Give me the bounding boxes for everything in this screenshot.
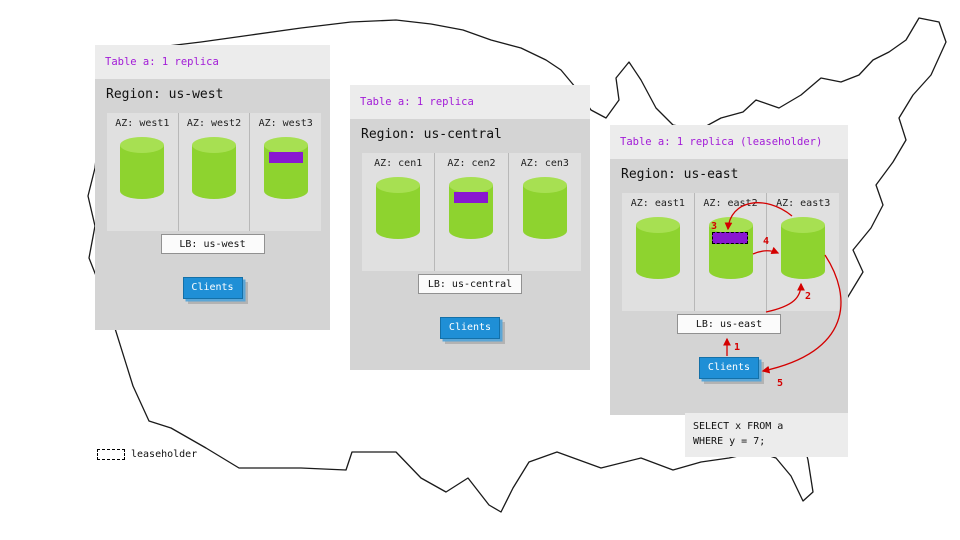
database-cylinder-icon <box>781 217 826 279</box>
cylinder-top <box>781 217 826 233</box>
replica-band <box>268 152 303 163</box>
database-cylinder-icon <box>635 217 680 279</box>
az-column-west2: AZ: west2 <box>178 113 251 231</box>
cylinder-top <box>263 137 308 153</box>
az-label: AZ: west2 <box>186 118 242 129</box>
leaseholder-swatch-icon <box>97 449 125 460</box>
clients-node: Clients <box>440 317 500 339</box>
legend: leaseholder <box>97 449 197 460</box>
cylinder-top <box>522 177 567 193</box>
az-column-east3: AZ: east3 <box>767 193 840 311</box>
table-replica-label: Table a: 1 replica <box>360 96 474 108</box>
region-panel-us-west: Table a: 1 replica Region: us-west AZ: w… <box>95 45 330 330</box>
replica-band <box>454 192 489 203</box>
cylinder-bottom <box>522 223 567 239</box>
cylinder-bottom <box>376 223 421 239</box>
cylinder-bottom <box>263 183 308 199</box>
sql-line-1: SELECT x FROM a <box>693 421 784 432</box>
clients-node: Clients <box>699 357 759 379</box>
az-row: AZ: west1 AZ: west2 AZ: west3 <box>107 113 322 231</box>
region-panel-us-central: Table a: 1 replica Region: us-central AZ… <box>350 85 590 370</box>
az-column-cen2: AZ: cen2 <box>435 153 509 271</box>
az-column-west1: AZ: west1 <box>107 113 179 231</box>
table-replica-header: Table a: 1 replica <box>350 85 590 119</box>
cylinder-bottom <box>781 263 826 279</box>
az-label: AZ: cen2 <box>447 158 496 169</box>
region-title: Region: us-east <box>621 167 739 182</box>
az-row: AZ: east1 AZ: east2 AZ: east3 <box>622 193 840 311</box>
sql-query-box: SELECT x FROM a WHERE y = 7; <box>685 413 848 457</box>
table-replica-label: Table a: 1 replica (leaseholder) <box>620 136 823 148</box>
az-column-cen1: AZ: cen1 <box>362 153 436 271</box>
database-cylinder-icon <box>192 137 236 199</box>
az-label: AZ: east3 <box>776 198 831 209</box>
load-balancer-box: LB: us-west <box>160 234 265 254</box>
az-label: AZ: west1 <box>115 118 170 129</box>
cylinder-top <box>449 177 494 193</box>
cylinder-bottom <box>449 223 494 239</box>
region-title: Region: us-central <box>361 127 502 142</box>
database-cylinder-icon <box>120 137 165 199</box>
cylinder-top <box>708 217 753 233</box>
cylinder-top <box>635 217 680 233</box>
clients-node: Clients <box>182 277 243 299</box>
database-cylinder-icon <box>708 217 753 279</box>
database-cylinder-icon <box>449 177 494 239</box>
region-title: Region: us-west <box>106 87 224 102</box>
az-label: AZ: west3 <box>258 118 313 129</box>
cylinder-bottom <box>192 183 236 199</box>
az-label: AZ: east2 <box>703 198 758 209</box>
cylinder-top <box>192 137 236 153</box>
cylinder-top <box>120 137 165 153</box>
legend-label: leaseholder <box>131 449 198 460</box>
cylinder-bottom <box>708 263 753 279</box>
leaseholder-replica-band <box>711 232 748 244</box>
cylinder-top <box>376 177 421 193</box>
az-label: AZ: cen3 <box>520 158 569 169</box>
database-cylinder-icon <box>522 177 567 239</box>
table-replica-label: Table a: 1 replica <box>105 56 219 68</box>
sql-line-2: WHERE y = 7; <box>693 436 766 447</box>
az-column-west3: AZ: west3 <box>250 113 322 231</box>
cylinder-bottom <box>635 263 680 279</box>
table-replica-header: Table a: 1 replica (leaseholder) <box>610 125 848 159</box>
az-label: AZ: east1 <box>630 198 685 209</box>
load-balancer-box: LB: us-east <box>677 314 781 334</box>
database-cylinder-icon <box>263 137 308 199</box>
region-panel-us-east: Table a: 1 replica (leaseholder) Region:… <box>610 125 848 415</box>
table-replica-header: Table a: 1 replica <box>95 45 330 79</box>
cylinder-bottom <box>120 183 165 199</box>
az-row: AZ: cen1 AZ: cen2 AZ: cen3 <box>362 153 581 271</box>
az-column-east2: AZ: east2 <box>694 193 768 311</box>
az-label: AZ: cen1 <box>374 158 423 169</box>
load-balancer-box: LB: us-central <box>418 274 522 294</box>
database-cylinder-icon <box>376 177 421 239</box>
az-column-cen3: AZ: cen3 <box>508 153 581 271</box>
az-column-east1: AZ: east1 <box>622 193 695 311</box>
